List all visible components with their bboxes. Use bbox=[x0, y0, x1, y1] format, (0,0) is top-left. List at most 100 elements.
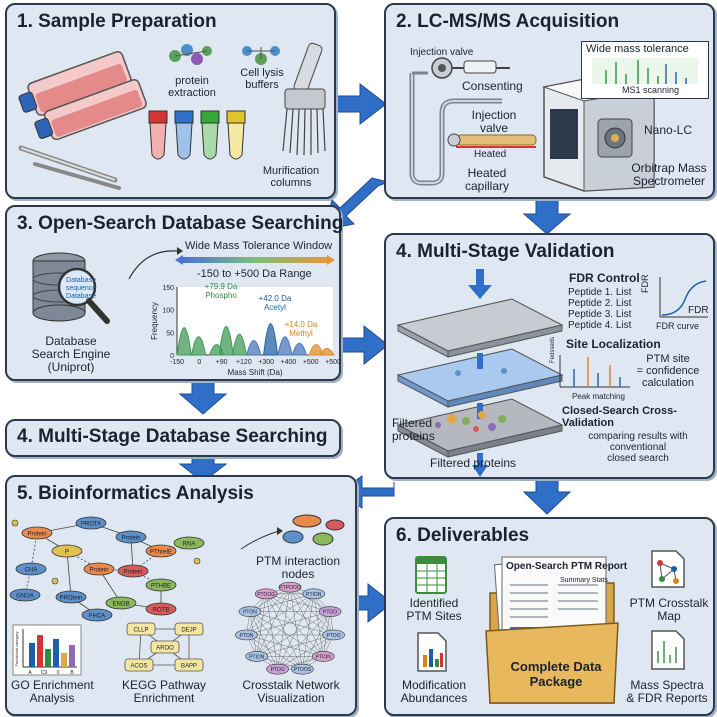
kegg-node-label: BAPP bbox=[181, 664, 197, 670]
go-tick-label: 0 bbox=[57, 670, 60, 676]
go-bar bbox=[29, 643, 35, 667]
ms1-scan-inset: Wide mass tolerance MS1 scanning bbox=[581, 41, 709, 99]
network-node bbox=[117, 564, 149, 578]
peak bbox=[291, 342, 308, 356]
network-node-label: ENOB bbox=[112, 602, 129, 608]
crosstalk-network: PTPOOOPTIONPTOOPTOOPTIONPTOOSPTOOPTIONPT… bbox=[235, 581, 345, 675]
y-tick-label: 150 bbox=[162, 285, 174, 292]
peptide-list-item: Peptide 4. List bbox=[568, 320, 632, 331]
flow-arrow-3-to-4 bbox=[335, 324, 389, 366]
crosstalk-node bbox=[278, 581, 302, 593]
network-node-label: ROTB bbox=[153, 608, 170, 614]
fdr-control-title: FDR Control bbox=[569, 271, 640, 285]
network-node-label: PTHBE bbox=[151, 584, 171, 590]
crosstalk-node-label: PTOOS bbox=[294, 667, 312, 673]
crosstalk-edge bbox=[289, 587, 303, 670]
wide-window-label: Wide Mass Tolerance Window bbox=[185, 240, 333, 252]
crosstalk-node-label: PTPOOO bbox=[279, 585, 301, 591]
y-axis-title: Frequency bbox=[150, 302, 159, 340]
peak-annotation: +79.9 Da bbox=[205, 282, 238, 291]
crosstalk-edge bbox=[249, 611, 324, 657]
network-node-label: PROtein bbox=[60, 596, 83, 602]
window-pointer-arrow bbox=[128, 247, 183, 280]
go-tick-label: B bbox=[70, 670, 74, 676]
network-node bbox=[81, 608, 113, 622]
injection-valve-label: Injection valve bbox=[471, 108, 517, 135]
network-node-label: FHCA bbox=[89, 614, 105, 620]
crosstalk-node bbox=[254, 588, 278, 600]
filtered-proteins-side-label: Filtered proteins bbox=[392, 416, 435, 443]
crosstalk-node-label: PTION bbox=[316, 654, 332, 660]
fdr-axis-label: FDR bbox=[640, 274, 650, 294]
network-node bbox=[173, 536, 205, 550]
network-node-label: RNA bbox=[183, 542, 196, 548]
crosstalk-edge bbox=[313, 593, 324, 657]
peak-annotation: Acetyl bbox=[264, 303, 286, 312]
crosstalk-edge bbox=[302, 611, 331, 670]
network-node-label: Protein bbox=[123, 570, 142, 576]
report-folder-illustration bbox=[485, 556, 619, 704]
lysis-molecule-icon bbox=[242, 46, 280, 65]
database-icon bbox=[32, 252, 110, 324]
network-node bbox=[83, 562, 115, 576]
crosstalk-edge bbox=[256, 593, 267, 657]
crosstalk-node-label: PTOO bbox=[323, 610, 337, 616]
kegg-node bbox=[126, 622, 156, 636]
injection-valve-top-label: Injection valve bbox=[410, 47, 474, 58]
x-tick-label: +500 bbox=[325, 359, 341, 366]
crosstalk-edge bbox=[277, 587, 291, 670]
fdr-curve-label: FDR curve bbox=[656, 321, 700, 331]
mass-spectra-icon bbox=[651, 630, 685, 670]
bar-report-icon bbox=[417, 632, 447, 672]
wide-mass-tolerance-label: Wide mass tolerance bbox=[586, 43, 689, 55]
network-node-label: Protein bbox=[27, 532, 46, 538]
modification-abundances-label: Modification Abundances bbox=[400, 678, 468, 705]
flow-arrow-1-to-2 bbox=[329, 82, 387, 126]
panel-deliverables: 6. Deliverables Identified PTM Sites Mod… bbox=[384, 517, 715, 716]
go-tick-label: A bbox=[28, 670, 32, 676]
y-tick-label: 50 bbox=[166, 330, 174, 337]
network-node-label: PROTA bbox=[81, 522, 101, 528]
ptm-nodes-pointer bbox=[240, 527, 283, 550]
y-tick-label: 100 bbox=[162, 308, 174, 315]
flow-arrow-2-to-4 bbox=[522, 195, 572, 235]
peak-matching-label: Peak matching bbox=[572, 392, 625, 401]
network-node-label: Protein bbox=[89, 568, 108, 574]
crosstalk-node bbox=[291, 663, 314, 675]
crosstalk-node bbox=[311, 651, 335, 662]
kegg-node-label: ACOS bbox=[130, 664, 147, 670]
peak bbox=[319, 347, 335, 356]
network-edge bbox=[66, 550, 72, 598]
flow-arrow-3-down bbox=[178, 375, 228, 415]
network-node bbox=[145, 578, 177, 592]
consenting-label: Consenting bbox=[462, 79, 523, 93]
range-label: -150 to +500 Da Range bbox=[197, 268, 312, 280]
fdr-axis-right-label: FDR bbox=[688, 305, 709, 316]
crosstalk-node bbox=[235, 629, 258, 641]
crosstalk-node bbox=[266, 663, 289, 675]
crosstalk-node-label: PTOOG bbox=[257, 592, 275, 598]
panel-multi-stage-validation: 4. Multi-Stage Validation FDR Control Pe… bbox=[384, 233, 715, 479]
mass-spectra-label: Mass Spectra & FDR Reports bbox=[626, 678, 708, 705]
network-node bbox=[115, 530, 147, 544]
go-bar bbox=[37, 635, 43, 667]
crosstalk-edge bbox=[256, 611, 331, 657]
peptide-list-item: Peptide 1. List bbox=[568, 287, 632, 298]
crosstalk-edge bbox=[266, 593, 334, 636]
tolerance-range-bar bbox=[175, 255, 335, 265]
site-localization-title: Site Localization bbox=[566, 337, 661, 351]
crosstalk-edge bbox=[277, 593, 314, 670]
fedsseds-label: Fedsseds bbox=[550, 336, 556, 363]
panel-title: 1. Sample Preparation bbox=[17, 11, 217, 32]
crosstalk-node bbox=[245, 651, 269, 662]
crosstalk-edge bbox=[249, 611, 334, 636]
crosstalk-edge bbox=[246, 634, 303, 670]
go-tick-label: C9 bbox=[41, 670, 48, 676]
peak bbox=[246, 340, 262, 356]
crosstalk-node-label: PTION bbox=[306, 592, 322, 598]
kegg-node-label: CLLP bbox=[133, 628, 148, 634]
ptm-site-label: PTM site = confidence calculation bbox=[636, 353, 700, 389]
x-tick-label: +300 bbox=[258, 359, 274, 366]
go-bar bbox=[53, 639, 59, 667]
panel-open-search: 3. Open-Search Database Searching Databa… bbox=[5, 205, 343, 381]
